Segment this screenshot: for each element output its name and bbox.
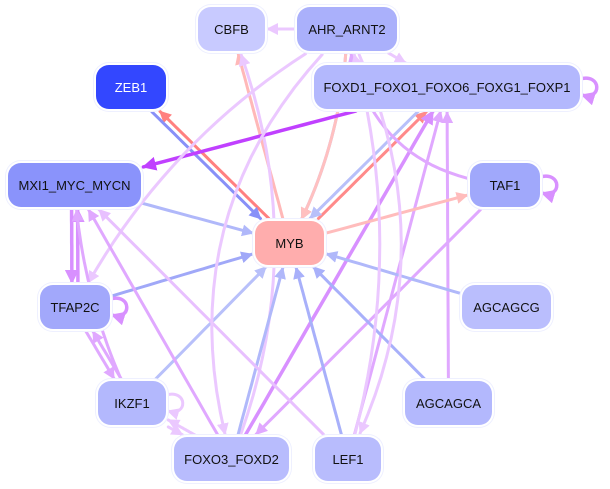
node-agcagca[interactable]: AGCAGCA: [405, 381, 492, 425]
node-myb[interactable]: MYB: [255, 221, 324, 265]
node-lef1[interactable]: LEF1: [315, 437, 381, 481]
edge-tfap2c-to-tfap2c: [108, 296, 129, 326]
node-tfap2c[interactable]: TFAP2C: [40, 285, 110, 329]
edge-myb-to-taf1: [324, 192, 469, 235]
edge-foxo3-to-ikzf1: [166, 418, 197, 437]
edge-ahr_arnt2-to-foxd1: [387, 51, 407, 65]
edge-ahr_arnt2-to-lef1: [357, 53, 403, 435]
edge-lef1-to-ahr_arnt2: [351, 53, 382, 435]
edge-tfap2c-to-ikzf1: [84, 329, 116, 381]
edge-ahr_arnt2-to-tfap2c: [87, 52, 308, 284]
node-cbfb[interactable]: CBFB: [198, 7, 265, 51]
edge-foxo3-to-foxd1: [243, 109, 435, 437]
edge-foxd1-to-myb: [308, 109, 420, 220]
edge-tfap2c-to-myb: [111, 251, 254, 298]
node-agcagcg[interactable]: AGCAGCG: [462, 285, 551, 329]
edge-lef1-to-foxd1: [352, 109, 444, 437]
edge-myb-to-foxd1: [316, 110, 428, 221]
node-foxo3-foxd2[interactable]: FOXO3_FOXD2: [174, 437, 289, 481]
edge-zeb1-to-myb: [150, 110, 262, 221]
node-mxi1-myc-mycn[interactable]: MXI1_MYC_MYCN: [8, 163, 141, 207]
edge-mxi1-to-myb: [141, 202, 255, 237]
edge-agcagcg-to-myb: [324, 251, 462, 295]
edge-taf1-to-taf1: [538, 174, 559, 204]
edge-myb-to-zeb1: [158, 109, 271, 220]
edge-lef1-to-myb: [293, 266, 343, 436]
node-ikzf1[interactable]: IKZF1: [98, 381, 166, 425]
edge-foxo3-to-mxi1: [87, 208, 219, 436]
edge-foxo3-to-myb: [236, 266, 286, 436]
edge-ikzf1-to-ikzf1: [164, 392, 185, 420]
node-foxd1-group[interactable]: FOXD1_FOXO1_FOXO6_FOXG1_FOXP1: [314, 65, 580, 109]
edge-agcagca-to-myb: [311, 265, 427, 381]
node-ahr-arnt2[interactable]: AHR_ARNT2: [297, 7, 397, 51]
node-taf1[interactable]: TAF1: [470, 163, 540, 207]
edge-ahr_arnt2-to-foxo3: [210, 53, 324, 436]
edge-agcagca-to-foxd1: [441, 110, 454, 380]
edge-foxd1-to-foxd1: [578, 76, 599, 106]
node-zeb1[interactable]: ZEB1: [96, 65, 166, 109]
